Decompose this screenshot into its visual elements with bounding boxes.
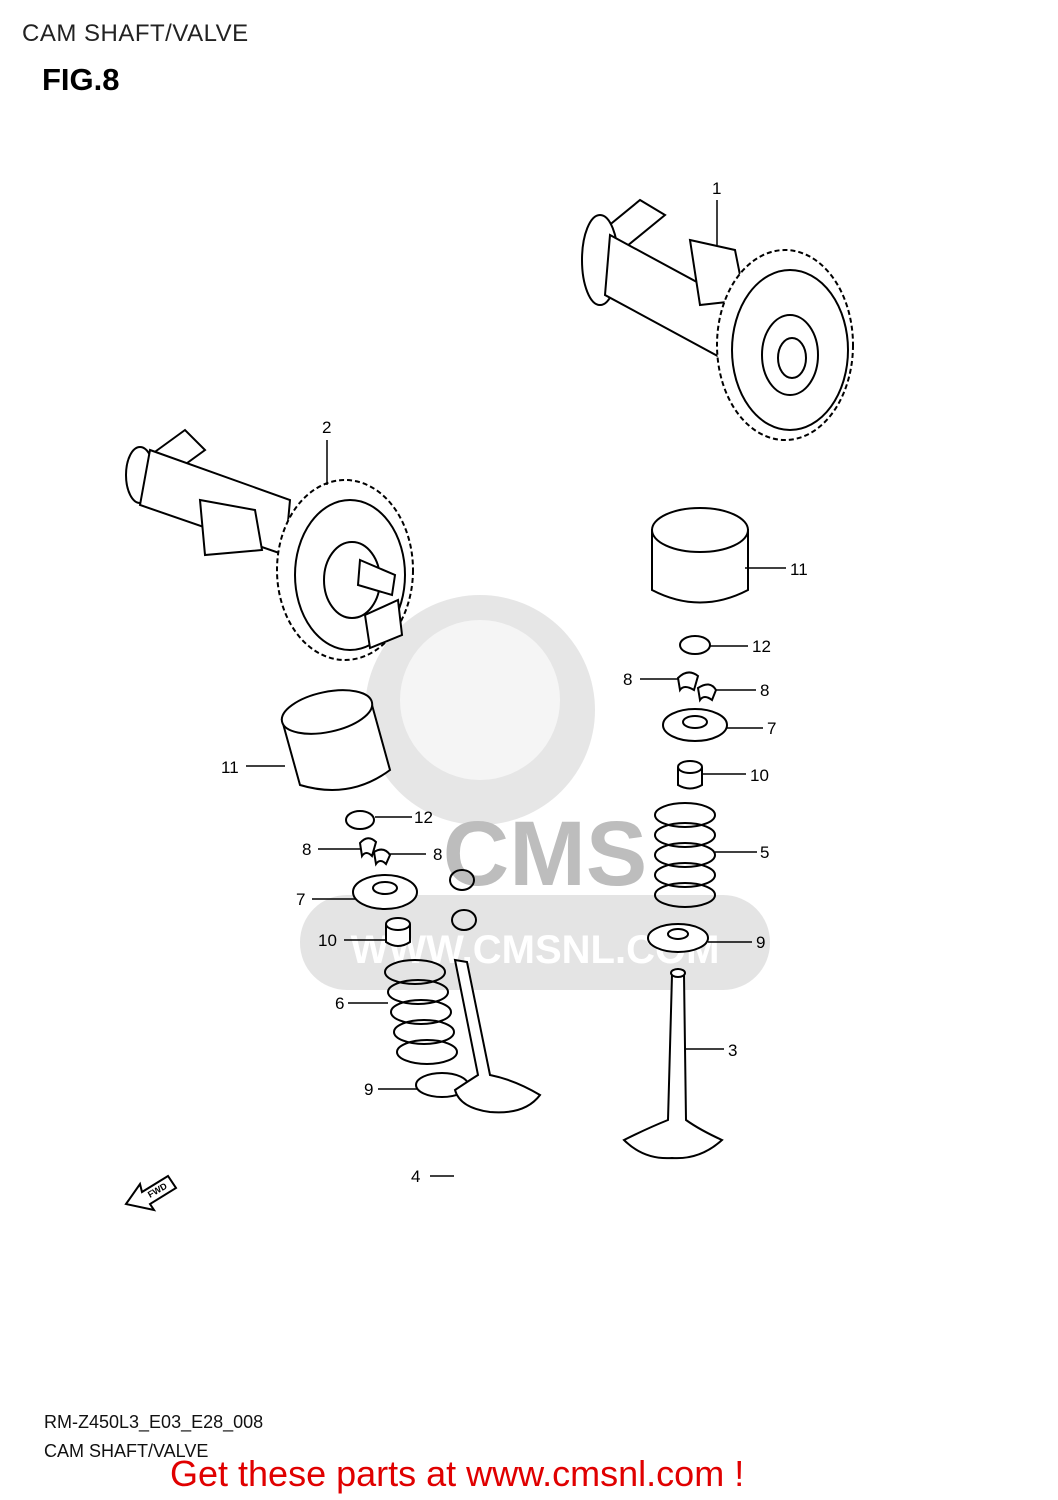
callout-6: 6 xyxy=(335,994,344,1013)
callout-12-right: 12 xyxy=(752,637,771,656)
camshaft-2 xyxy=(125,428,414,661)
callout-11-right: 11 xyxy=(790,560,808,579)
valve-assembly-right xyxy=(622,507,749,1160)
camshaft-1 xyxy=(581,198,854,441)
callout-12-left: 12 xyxy=(414,808,433,827)
diagram-code: RM-Z450L3_E03_E28_008 xyxy=(44,1412,264,1432)
callout-2: 2 xyxy=(322,418,331,437)
callout-3: 3 xyxy=(728,1041,737,1060)
callout-labels: 1 2 3 4 5 6 7 7 8 8 8 8 9 9 10 10 11 11 … xyxy=(221,179,808,1186)
callout-8-right-a: 8 xyxy=(623,670,632,689)
callout-7-right: 7 xyxy=(767,719,776,738)
callout-5: 5 xyxy=(760,843,769,862)
callout-8-left-b: 8 xyxy=(433,845,442,864)
leader-lines xyxy=(246,200,786,1177)
fwd-arrow-icon: FWD xyxy=(124,1174,178,1212)
promo-link[interactable]: Get these parts at www.cmsnl.com ! xyxy=(170,1453,745,1494)
footer-title: CAM SHAFT/VALVE xyxy=(44,1441,209,1461)
callout-8-right-b: 8 xyxy=(760,681,769,700)
figure-label: FIG.8 xyxy=(42,62,120,97)
callout-9-right: 9 xyxy=(756,933,765,952)
callout-10-right: 10 xyxy=(750,766,769,785)
callout-8-left-a: 8 xyxy=(302,840,311,859)
callout-11-left: 11 xyxy=(221,758,239,777)
callout-7-left: 7 xyxy=(296,890,305,909)
callout-10-left: 10 xyxy=(318,931,337,950)
page-title: CAM SHAFT/VALVE xyxy=(22,20,249,47)
callout-4: 4 xyxy=(411,1167,420,1186)
watermark-logo-text: CMS xyxy=(443,803,647,905)
callout-1: 1 xyxy=(712,179,721,198)
cms-watermark: CMS WWW.CMSNL.COM xyxy=(300,595,770,990)
valve-assembly-left xyxy=(280,689,542,1114)
callout-9-left: 9 xyxy=(364,1080,373,1099)
